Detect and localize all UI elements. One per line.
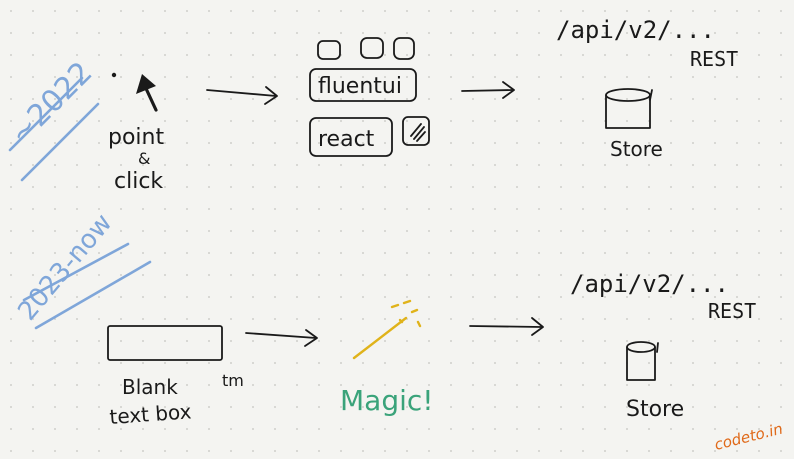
- cursor-icon: [111, 72, 158, 112]
- textbox-tm-label: tm: [222, 371, 244, 390]
- ui-lib-label: fluentui: [318, 74, 402, 99]
- api-path-label: /api/v2/...: [570, 270, 729, 298]
- ui-components-stack: fluentui react: [309, 37, 430, 157]
- document-icon: [402, 116, 430, 146]
- input-method-label-2: &: [138, 149, 150, 168]
- api-style-label: REST: [690, 47, 738, 71]
- input-method-label-3: click: [114, 169, 163, 194]
- textbox-label-2: text box: [109, 399, 193, 429]
- arrow-right: [206, 86, 278, 105]
- arrow-right: [469, 317, 544, 336]
- era-old-text: ~2022: [3, 55, 100, 152]
- arrow-right: [461, 81, 515, 99]
- store-label: Store: [626, 397, 684, 422]
- era-label-old: ~2022: [3, 55, 100, 182]
- database-icon: [605, 88, 653, 129]
- ui-framework-label: react: [318, 127, 375, 152]
- era-new-text: 2023-now: [12, 208, 118, 326]
- arrow-right: [245, 329, 318, 347]
- blank-text-box-icon: [107, 325, 223, 361]
- magic-label: Magic!: [340, 384, 434, 417]
- textbox-label-1: Blank: [122, 375, 178, 399]
- era-label-new: 2023-now: [12, 208, 152, 330]
- database-icon: [626, 341, 659, 381]
- magic-wand-icon: [352, 299, 422, 360]
- store-label: Store: [610, 137, 663, 161]
- api-style-label: REST: [708, 299, 756, 323]
- watermark: codeto.in: [713, 420, 785, 454]
- api-path-label: /api/v2/...: [556, 16, 715, 44]
- input-method-label-1: point: [108, 125, 164, 150]
